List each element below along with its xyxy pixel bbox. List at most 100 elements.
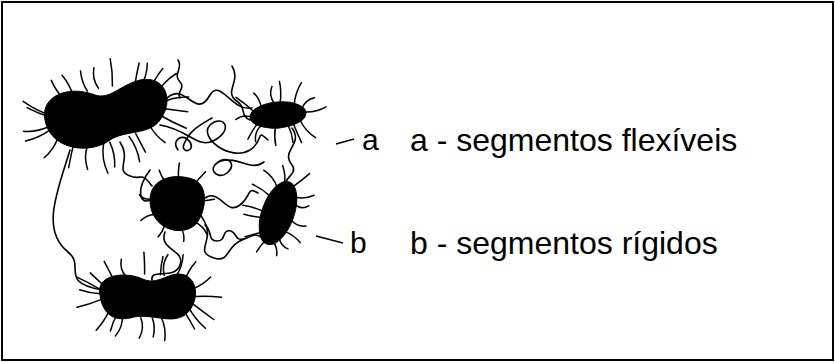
chain-end <box>236 116 253 120</box>
chain-end <box>51 80 66 101</box>
chain-end <box>110 59 112 86</box>
rigid-blob <box>249 100 307 131</box>
flexible-chain <box>53 150 102 290</box>
chain-end <box>159 115 187 129</box>
flexible-chain <box>205 225 243 241</box>
chain-end <box>156 74 177 95</box>
chain-end <box>243 205 263 211</box>
flexible-chain <box>176 118 212 151</box>
chain-end <box>291 220 306 226</box>
chain-end <box>255 125 261 141</box>
chain-end <box>292 174 310 188</box>
chain-end <box>85 145 88 170</box>
chain-end <box>110 142 115 167</box>
chain-end <box>163 255 168 276</box>
chain-end <box>96 309 110 330</box>
chain-end <box>295 195 314 198</box>
chain-end <box>189 308 206 329</box>
chain-end <box>115 315 122 336</box>
chain-end <box>93 68 98 89</box>
chain-end <box>90 273 105 287</box>
chain-end <box>140 63 147 87</box>
flexible-chain <box>213 160 264 176</box>
chain-end <box>279 238 288 249</box>
chain-end <box>24 127 50 132</box>
chain-end <box>194 172 206 186</box>
chain-end <box>248 124 258 140</box>
chain-end <box>288 125 293 142</box>
chain-end <box>161 108 188 111</box>
chain-end <box>110 313 118 331</box>
chain-end <box>178 163 180 179</box>
chain-end <box>252 184 270 196</box>
callout-letter: a <box>362 122 379 158</box>
chain-end <box>196 296 222 297</box>
chain-end <box>103 143 108 173</box>
chain-end <box>152 318 154 337</box>
chain-end <box>257 240 266 252</box>
chain-end <box>295 205 309 208</box>
chain-end <box>175 255 183 278</box>
chain-end <box>136 134 146 153</box>
chain-end <box>271 87 275 104</box>
flexible-chain <box>152 232 181 280</box>
chain-end <box>80 290 101 294</box>
legend-text: b - segmentos rígidos <box>410 224 718 262</box>
chain-end <box>280 82 281 103</box>
chain-end <box>143 252 145 274</box>
chain-end <box>158 226 165 237</box>
flexible-chain <box>177 60 182 98</box>
legend-text: a - segmentos flexíveis <box>410 121 737 159</box>
rigid-blob <box>44 79 167 148</box>
chain-end <box>139 195 153 199</box>
chain-end <box>81 71 88 91</box>
chain-end <box>62 75 74 97</box>
chain-end <box>184 262 196 282</box>
chain-end <box>135 63 139 86</box>
chain-end <box>273 242 277 256</box>
chain-end <box>161 317 165 340</box>
chain-end <box>184 311 195 329</box>
chain-ends <box>23 59 326 341</box>
chain-end <box>294 83 301 105</box>
chain-end <box>160 257 163 275</box>
flexible-chain <box>286 128 295 182</box>
chain-end <box>161 97 189 103</box>
rigid-segments <box>44 79 307 319</box>
chain-end <box>244 214 262 217</box>
chain-end <box>293 124 301 143</box>
chain-end <box>283 166 285 185</box>
chain-end <box>23 101 51 115</box>
chain-end <box>27 108 51 117</box>
leader-line <box>336 139 354 144</box>
chain-end <box>254 93 261 107</box>
chain-end <box>202 199 215 201</box>
leader-line <box>316 236 343 243</box>
callout-letter: b <box>350 225 367 261</box>
chain-end <box>304 107 327 112</box>
chain-end <box>194 222 207 235</box>
chain-end <box>275 127 276 145</box>
flexible-chain <box>232 66 250 120</box>
chain-end <box>77 300 101 308</box>
chain-end <box>69 143 74 167</box>
chain-end <box>141 214 155 220</box>
chain-end <box>285 231 300 242</box>
chain-end <box>121 259 126 276</box>
chain-end <box>264 170 278 188</box>
chain-end <box>245 233 261 237</box>
chain-end <box>149 125 165 143</box>
chain-end <box>302 98 315 109</box>
chain-end <box>77 277 101 290</box>
leader-lines <box>316 139 354 243</box>
chain-end <box>129 137 140 162</box>
chain-end <box>193 277 210 289</box>
chain-end <box>139 318 142 338</box>
chain-end <box>300 120 316 138</box>
chain-end <box>44 138 58 158</box>
chain-end <box>159 170 165 182</box>
chain-end <box>104 261 114 280</box>
